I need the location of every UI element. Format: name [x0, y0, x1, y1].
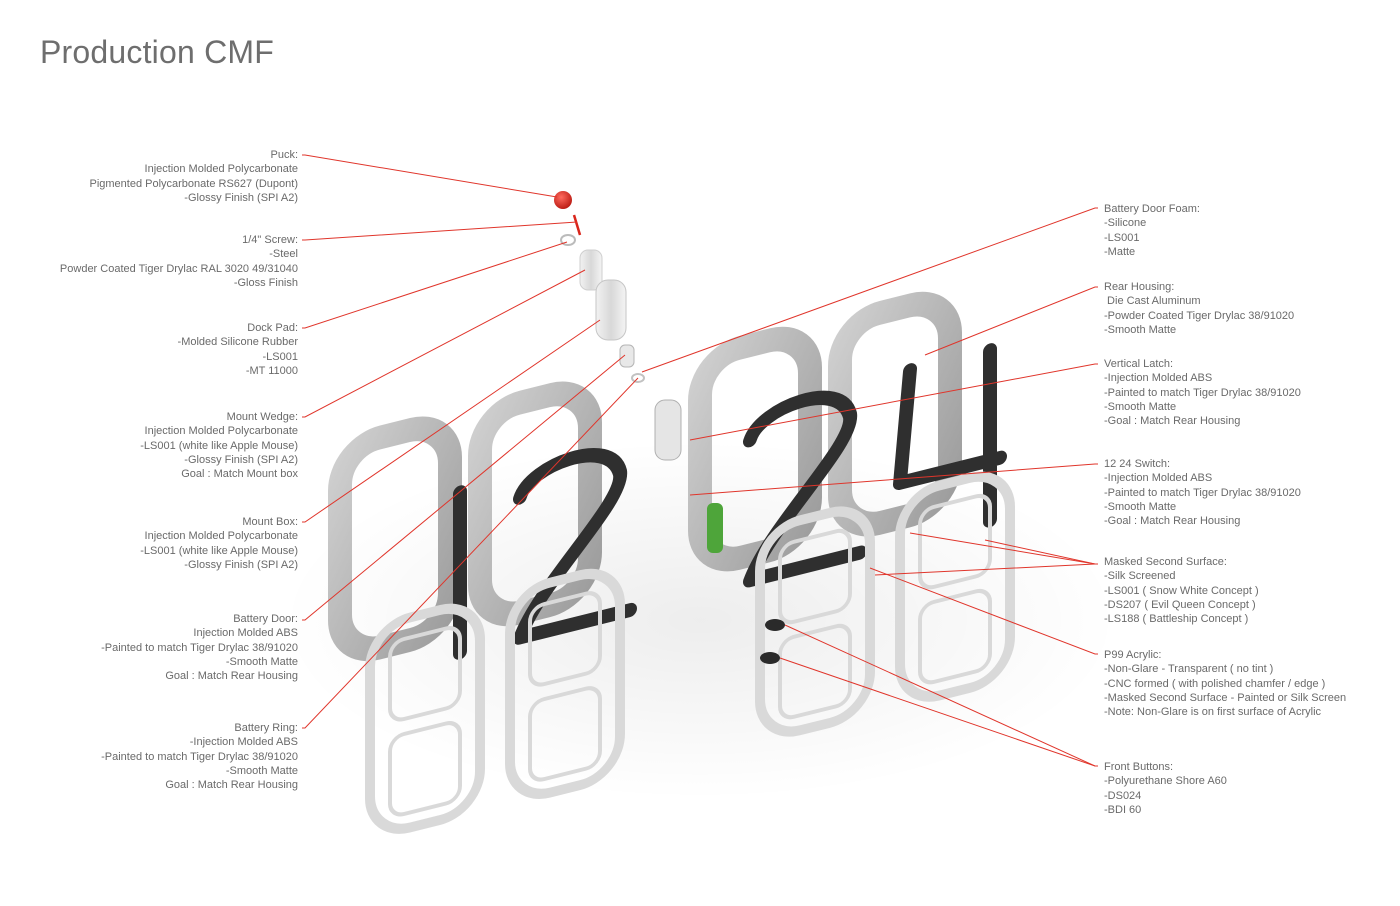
- battery-ring-part: [631, 373, 645, 383]
- dock-pad-part: [560, 234, 576, 246]
- callout-label: Puck:: [270, 149, 298, 161]
- callout-label: Mount Wedge:: [226, 411, 298, 423]
- callout-line: -Injection Molded ABS: [189, 736, 298, 749]
- vertical-latch-part: [654, 399, 682, 461]
- callout-line: -Smooth Matte: [1104, 400, 1177, 413]
- callout-line: Goal : Match Rear Housing: [165, 670, 298, 683]
- callout-label: Battery Ring:: [234, 722, 298, 734]
- callout-line: -Masked Second Surface - Painted or Silk…: [1104, 691, 1347, 704]
- rear-housing: [328, 291, 962, 662]
- callout-line: Goal : Match Rear Housing: [165, 779, 298, 792]
- callout-label: Front Buttons:: [1104, 761, 1174, 773]
- callout-line: -LS001 (white like Apple Mouse): [140, 439, 298, 452]
- callout-line: -BDI 60: [1104, 803, 1142, 816]
- callout-label: Vertical Latch:: [1104, 358, 1174, 370]
- battery-door-part: [619, 344, 635, 368]
- callout-line: -Painted to match Tiger Drylac 38/91020: [101, 750, 298, 763]
- callout-line: -Silicone: [1104, 217, 1147, 230]
- callout-12-24-switch: 12 24 Switch: -Injection Molded ABS -Pai…: [1104, 457, 1301, 528]
- callout-line: -Painted to match Tiger Drylac 38/91020: [101, 641, 298, 654]
- callout-line: -Injection Molded ABS: [1104, 472, 1213, 485]
- callout-mount-wedge: Mount Wedge: Injection Molded Polycarbon…: [140, 410, 298, 481]
- callout-label: Battery Door Foam:: [1104, 203, 1200, 215]
- callout-battery-door: Battery Door: Injection Molded ABS -Pain…: [101, 612, 298, 683]
- callout-line: -Painted to match Tiger Drylac 38/91020: [1104, 486, 1301, 499]
- callout-line: -Injection Molded ABS: [1104, 372, 1213, 385]
- callout-label: Mount Box:: [242, 516, 298, 528]
- callout-line: -Smooth Matte: [225, 764, 298, 777]
- front-button-2: [760, 652, 780, 664]
- callout-line: -Goal : Match Rear Housing: [1104, 515, 1241, 528]
- callout-line: -LS001 ( Snow White Concept ): [1104, 584, 1259, 597]
- callout-line: Goal : Match Mount box: [181, 468, 298, 481]
- callout-line: -Smooth Matte: [1104, 500, 1177, 513]
- puck-part: [554, 191, 572, 209]
- callout-line: Injection Molded Polycarbonate: [144, 425, 298, 438]
- screw-part: [572, 214, 582, 236]
- callout-vertical-latch: Vertical Latch: -Injection Molded ABS -P…: [1104, 357, 1301, 428]
- callout-line: -Steel: [269, 248, 298, 261]
- switch-part: [707, 503, 723, 553]
- callout-line: -LS001 (white like Apple Mouse): [140, 544, 298, 557]
- callout-line: Die Cast Aluminum: [1104, 295, 1201, 308]
- callout-line: Injection Molded Polycarbonate: [144, 163, 298, 176]
- mount-box-part: [595, 279, 627, 341]
- callout-line: -Goal : Match Rear Housing: [1104, 415, 1241, 428]
- callout-label: Rear Housing:: [1104, 281, 1175, 293]
- callout-dock-pad: Dock Pad: -Molded Silicone Rubber -LS001…: [178, 321, 298, 378]
- callout-rear-housing: Rear Housing: Die Cast Aluminum -Powder …: [1104, 280, 1294, 337]
- callout-line: -CNC formed ( with polished chamfer / ed…: [1104, 677, 1326, 690]
- callout-line: Injection Molded Polycarbonate: [144, 530, 298, 543]
- callout-line: -DS024: [1104, 789, 1142, 802]
- callout-mount-box: Mount Box: Injection Molded Polycarbonat…: [140, 515, 298, 572]
- callout-line: -Molded Silicone Rubber: [177, 336, 298, 349]
- callout-puck: Puck: Injection Molded Polycarbonate Pig…: [89, 148, 298, 205]
- callout-label: 1/4" Screw:: [242, 234, 298, 246]
- callout-label: Masked Second Surface:: [1104, 556, 1227, 568]
- mount-stack: [554, 191, 785, 664]
- callout-label: Dock Pad:: [247, 322, 298, 334]
- callout-line: -Glossy Finish (SPI A2): [184, 558, 298, 571]
- callout-line: -Smooth Matte: [1104, 323, 1177, 336]
- callout-label: P99 Acrylic:: [1104, 649, 1162, 661]
- callout-line: -Gloss Finish: [233, 276, 298, 289]
- callout-line: -MT 11000: [245, 364, 298, 377]
- callout-masked-second-surface: Masked Second Surface: -Silk Screened -L…: [1104, 555, 1259, 626]
- callout-line: -Matte: [1104, 245, 1136, 258]
- callout-label: Battery Door:: [233, 613, 298, 625]
- callout-line: -DS207 ( Evil Queen Concept ): [1104, 598, 1256, 611]
- callout-line: -Non-Glare - Transparent ( no tint ): [1104, 663, 1274, 676]
- callout-battery-ring: Battery Ring: -Injection Molded ABS -Pai…: [101, 721, 298, 792]
- callout-line: -Glossy Finish (SPI A2): [184, 191, 298, 204]
- front-button-1: [765, 619, 785, 631]
- callout-line: Injection Molded ABS: [193, 627, 298, 640]
- callout-line: -LS001: [1104, 231, 1140, 244]
- callout-battery-door-foam: Battery Door Foam: -Silicone -LS001 -Mat…: [1104, 202, 1200, 259]
- callout-line: -Smooth Matte: [225, 655, 298, 668]
- callout-front-buttons: Front Buttons: -Polyurethane Shore A60 -…: [1104, 760, 1227, 817]
- mount-wedge-part: [579, 249, 603, 291]
- leader-lines: [302, 154, 1098, 767]
- callout-label: 12 24 Switch:: [1104, 458, 1171, 470]
- callout-line: -Glossy Finish (SPI A2): [184, 453, 298, 466]
- callout-line: -Silk Screened: [1104, 570, 1176, 583]
- callout-p99-acrylic: P99 Acrylic: -Non-Glare - Transparent ( …: [1104, 648, 1346, 719]
- callout-screw: 1/4" Screw: -Steel Powder Coated Tiger D…: [60, 233, 298, 290]
- callout-line: -LS188 ( Battleship Concept ): [1104, 613, 1249, 626]
- callout-line: Powder Coated Tiger Drylac RAL 3020 49/3…: [59, 262, 298, 275]
- callout-line: -Powder Coated Tiger Drylac 38/91020: [1104, 309, 1295, 322]
- callout-line: Pigmented Polycarbonate RS627 (Dupont): [89, 177, 298, 190]
- callout-line: -Note: Non-Glare is on first surface of …: [1104, 706, 1322, 719]
- page-title: Production CMF: [40, 34, 274, 70]
- callout-line: -Painted to match Tiger Drylac 38/91020: [1104, 386, 1301, 399]
- callout-line: -Polyurethane Shore A60: [1104, 775, 1227, 788]
- callout-line: -LS001: [262, 350, 298, 363]
- front-acrylic: [365, 471, 1015, 834]
